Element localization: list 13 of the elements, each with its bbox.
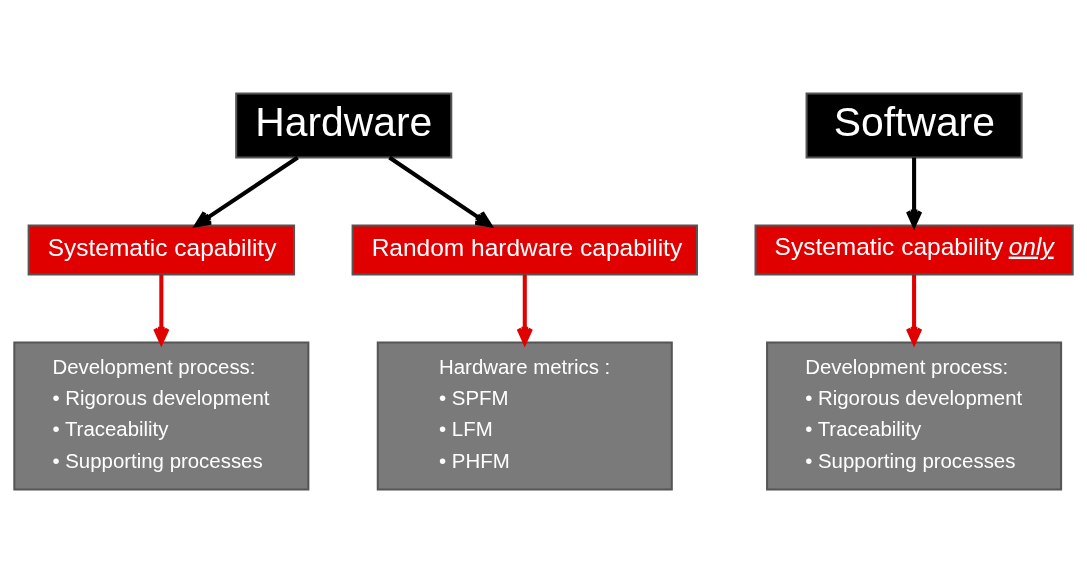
- arrow: [153, 274, 170, 345]
- node-box: Systematic capability only: [754, 223, 1074, 275]
- node-box: Hardware: [235, 91, 453, 158]
- node-box: Random hardware capability: [351, 223, 698, 275]
- arrow: [905, 274, 923, 345]
- node-box: Systematic capability: [27, 223, 296, 275]
- node-box: Hardware metrics : • SPFM • LFM • PHFM: [376, 341, 673, 491]
- arrow: [516, 274, 533, 345]
- node-box: Software: [805, 91, 1023, 158]
- node-box: Development process: • Rigorous development • Traceability • Supporting processes: [766, 341, 1063, 491]
- node-box: Development process: • Rigorous development • Traceability • Supporting processes: [13, 341, 310, 491]
- arrow: [388, 155, 493, 227]
- arrow: [194, 155, 299, 227]
